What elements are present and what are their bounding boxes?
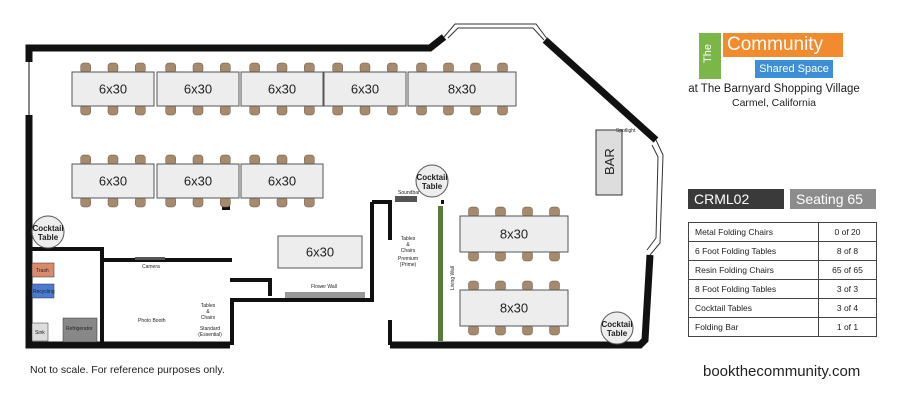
cocktail-table [600,311,634,345]
logo-shared-space: Shared Space [755,60,833,78]
table-6 [71,163,155,199]
cocktail-table [31,215,65,249]
cocktail-label: Table [38,233,59,242]
inventory-count: 3 of 4 [818,298,877,318]
living-wall-label: Living Wall [450,266,456,290]
brand-logo: The Community Shared Space [699,33,849,79]
inventory-count: 1 of 1 [818,317,877,337]
flower-wall [285,292,365,298]
bar-label: BAR [602,148,617,175]
svg-text:(Essential): (Essential) [198,332,222,338]
cocktail-label: Cocktail [416,173,447,182]
disclaimer-note: Not to scale. For reference purposes onl… [30,364,225,376]
table-4 [323,71,407,107]
tables-chairs-standard-label: Tables & Chairs Standard (Essential) [198,303,222,338]
city-line: Carmel, California [731,97,817,109]
cocktail-label: Cocktail [601,320,632,329]
inventory-count: 65 of 65 [818,260,877,280]
table-1 [71,71,155,107]
recycling-label: Recycling [33,289,55,295]
cocktail-label: Table [422,182,443,191]
bay-window-right [646,139,664,256]
table-label: 8x30 [448,82,476,97]
table-label: 6x30 [99,174,127,189]
cocktail-table [415,164,449,198]
inventory-item: Metal Folding Chairs [688,222,819,242]
living-wall [438,206,443,341]
refrigerator [62,317,98,343]
table-label: 6x30 [184,82,212,97]
table-label: 6x30 [351,82,379,97]
inventory-item: Folding Bar [688,317,819,337]
table-2 [156,71,240,107]
table-label: 8x30 [500,227,528,242]
logo-the: The [699,33,721,79]
table-label: 6x30 [184,174,212,189]
svg-text:Premium: Premium [398,256,418,262]
table-9 [277,235,363,269]
svg-text:Tables: Tables [401,236,416,242]
sink [31,322,49,342]
svg-text:Chairs: Chairs [401,248,416,254]
svg-text:(Prime): (Prime) [400,262,417,268]
recycling-bin [31,283,55,299]
inventory-item: 6 Foot Folding Tables [688,241,819,261]
cocktail-label: Cocktail [32,224,63,233]
inventory-item: Cocktail Tables [688,298,819,318]
logo-community: Community [723,33,843,57]
soundbar-device [395,196,417,202]
table-label: 6x30 [268,82,296,97]
inventory-count: 3 of 3 [818,279,877,299]
tables-chairs-premium-label: Tables & Chairs Premium (Prime) [398,236,418,268]
cocktail-label: Table [607,329,628,338]
inventory-count: 8 of 8 [818,241,877,261]
address-line: at The Barnyard Shopping Village [688,83,860,95]
outer-walls [25,34,659,349]
spotlight-label: Spotlight [616,128,636,134]
interior-walls [29,200,444,345]
bar-counter [595,129,623,196]
inventory-count: 0 of 20 [818,222,877,242]
table-label: 6x30 [268,174,296,189]
camera-label: Camera [142,264,160,270]
table-5 [407,71,517,107]
trash-bin [31,262,55,278]
bay-window-top [443,23,549,41]
inventory-item: Resin Folding Chairs [688,260,819,280]
sink-label: Sink [35,330,45,336]
soundbar-label: Soundbar [398,190,420,196]
table-3 [240,71,324,107]
refrigerator-label: Refrigerator [66,326,93,332]
website-link[interactable]: bookthecommunity.com [703,363,861,380]
svg-text:&: & [406,242,410,248]
svg-text:&: & [206,309,210,315]
table-label: 6x30 [99,82,127,97]
table-10 [459,215,569,253]
table-7 [156,163,240,199]
layout-code-badge: CRML02 [688,189,784,209]
camera [135,257,165,260]
svg-text:Standard: Standard [200,326,221,332]
svg-text:Tables: Tables [201,303,216,309]
trash-label: Trash [36,268,49,274]
table-11 [459,289,569,327]
table-label: 6x30 [306,245,334,260]
photo-booth-label: Photo Booth [138,318,166,324]
svg-text:Chairs: Chairs [201,315,216,321]
tables-layer: 6x30 6x30 6x30 6x30 8x30 6x30 6x30 6x30 6x30 8x30… [31,62,634,345]
table-label: 8x30 [500,301,528,316]
seating-badge: Seating 65 [790,189,876,209]
flower-wall-label: Flower Wall [311,284,337,290]
inventory-item: 8 Foot Folding Tables [688,279,819,299]
table-8 [240,163,324,199]
